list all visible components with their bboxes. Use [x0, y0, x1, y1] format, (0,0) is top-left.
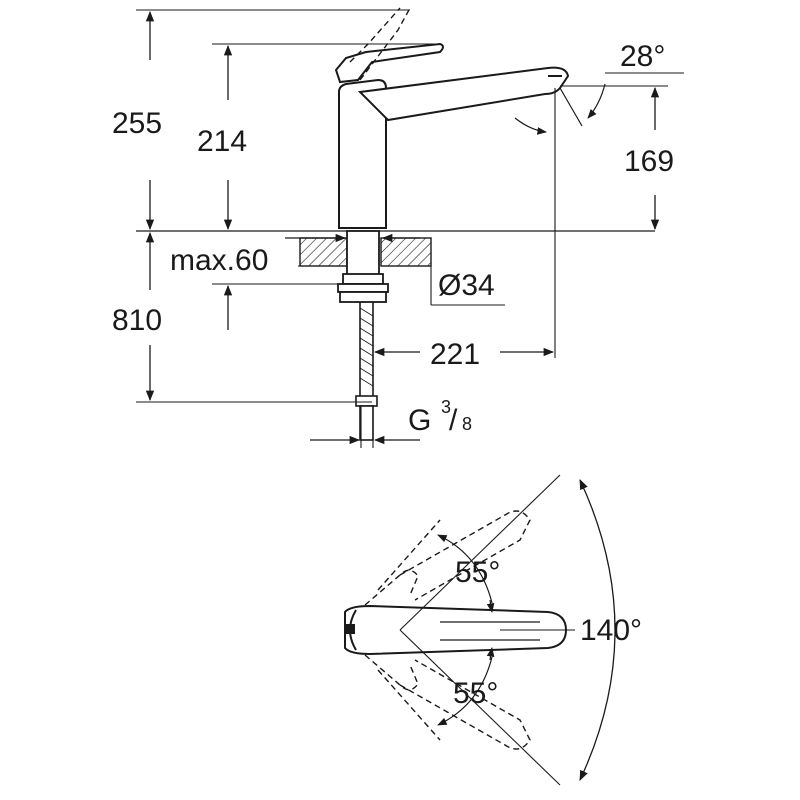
dim-28deg-label: 28° — [620, 40, 665, 73]
countertop — [136, 230, 655, 267]
dim-lever-height: 214 — [197, 43, 440, 231]
dim-thread-den: 8 — [462, 414, 472, 434]
dim-thread-num: 3 — [441, 397, 451, 417]
side-view: 255 214 169 28° max.60 — [112, 7, 684, 448]
dim-214-label: 214 — [197, 125, 247, 158]
lever-ghost-lower — [364, 654, 531, 750]
dim-hose-length: 810 — [112, 231, 372, 403]
dim-255-label: 255 — [112, 107, 162, 140]
angle-55-upper-label: 55° — [455, 556, 500, 589]
dim-max60-label: max.60 — [170, 244, 268, 277]
faucet-body — [334, 7, 570, 441]
angle-55-lower-label: 55° — [453, 677, 498, 710]
dim-d34-label: Ø34 — [438, 269, 495, 302]
dim-total-height: 255 — [112, 9, 410, 231]
dim-spout-reach: 221 — [373, 338, 555, 371]
dim-thread-label: G — [408, 404, 431, 437]
dim-810-label: 810 — [112, 304, 162, 337]
dim-spout-height: 169 28° — [514, 40, 684, 231]
dim-hole-diameter: Ø34 — [430, 266, 505, 306]
dim-thread-slash: / — [449, 404, 458, 437]
angle-140-label: 140° — [580, 614, 642, 647]
dim-169-label: 169 — [624, 145, 674, 178]
dim-221-label: 221 — [430, 338, 480, 371]
lever-ghost-upper — [364, 510, 531, 606]
dim-max-thickness: max.60 — [170, 233, 420, 277]
rotation-dimensions: 55° 55° 140° — [399, 474, 642, 786]
dim-thread: G 3 / 8 — [310, 397, 472, 445]
top-view: 55° 55° 140° — [344, 474, 642, 786]
